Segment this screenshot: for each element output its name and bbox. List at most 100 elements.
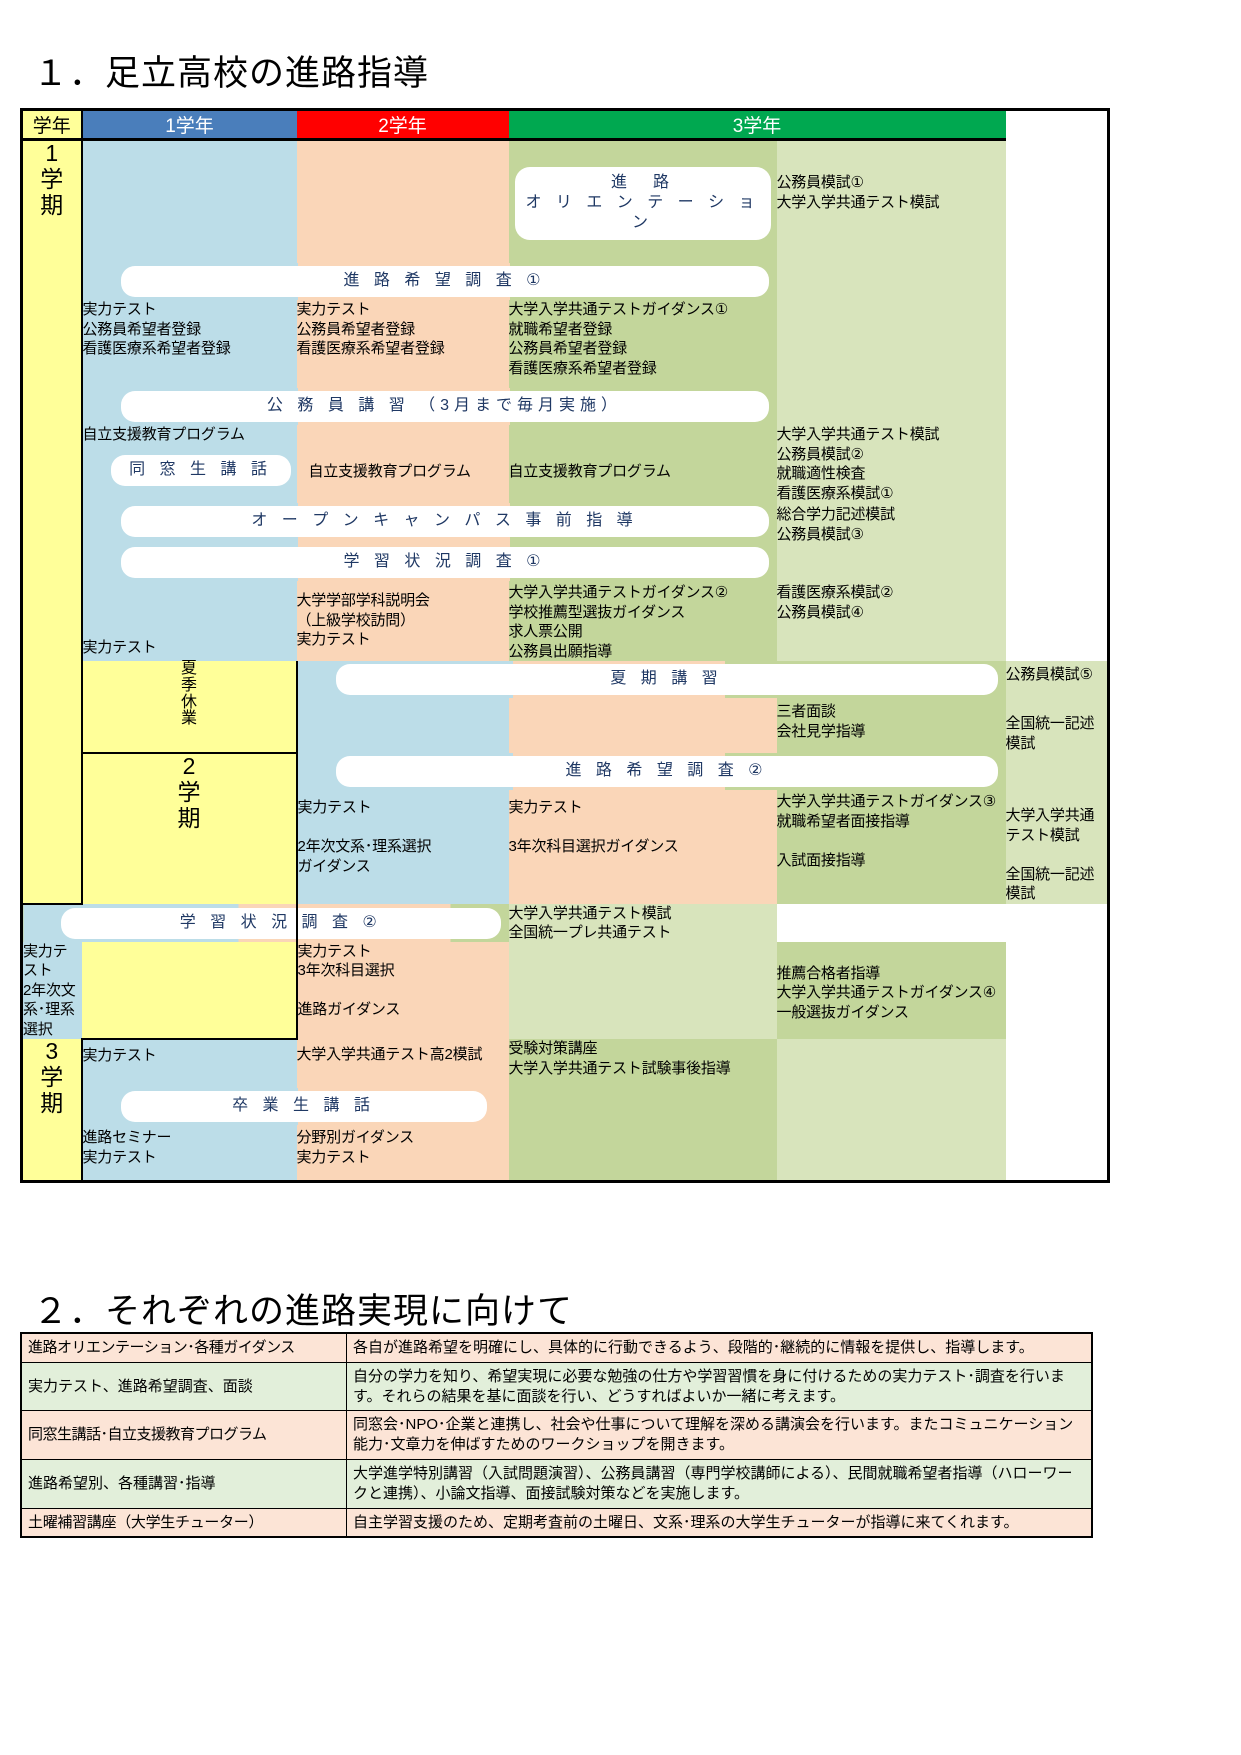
r10-year2-cell: 大学入学共通テスト高2模試: [296, 1039, 509, 1088]
banner-survey2-cell: 進 路 希 望 調 査 ②: [296, 753, 1006, 790]
detail-row-label: 土曜補習講座（大学生チューター）: [20, 1507, 347, 1538]
r10-year1-cell: 実力テスト: [81, 1039, 297, 1088]
r-survey2-exams: [1005, 753, 1109, 790]
r6-exams-cell: 公務員模試⑤: [1005, 661, 1109, 698]
banner-open-campus: オ ー プ ン キ ャ ン パ ス 事 前 指 導: [120, 506, 769, 537]
banner-sotsugyousei: 卒 業 生 講 話: [120, 1091, 487, 1122]
detail-row-description: 同窓会･NPO･企業と連携し、社会や仕事について理解を深める講演会を行います。ま…: [346, 1410, 1093, 1460]
r9-exams-cell: 大学入学共通テスト模試 全国統一プレ共通テスト: [508, 903, 777, 1039]
detail-row-description: 大学進学特別講習（入試問題演習）、公務員講習（専門学校講師による）、民間就職希望…: [346, 1458, 1093, 1509]
detail-row-label: 進路オリエンテーション･各種ガイダンス: [20, 1332, 347, 1363]
r4-exams-cell: 総合学力記述模試 公務員模試③: [776, 503, 1006, 544]
detail-row: 同窓生講話･自立支援教育プログラム同窓会･NPO･企業と連携し、社会や仕事につい…: [20, 1410, 1093, 1460]
r3b-year1-cell: 同 窓 生 講 話: [81, 452, 297, 503]
banner-sotsugyousei-cell: 卒 業 生 講 話: [81, 1088, 509, 1125]
banner-survey1: 進 路 希 望 調 査 ①: [120, 266, 769, 297]
row-term3-last: 進路セミナー 実力テスト 分野別ガイダンス 実力テスト: [22, 1125, 1109, 1182]
r7-exams-cell: 全国統一記述模試: [1005, 698, 1109, 753]
banner-dousousei: 同 窓 生 講 話: [110, 454, 291, 486]
row-banner-koumuin: 公 務 員 講 習 （3月まで毎月実施）: [22, 388, 1109, 425]
row-banner-survey1: 進 路 希 望 調 査 ①: [22, 263, 1109, 300]
banner-koumuin-cell: 公 務 員 講 習 （3月まで毎月実施）: [81, 388, 777, 425]
banner-study-survey1: 学 習 状 況 調 査 ①: [120, 547, 769, 578]
term-label-2: 2 学 期: [81, 753, 298, 1040]
r-survey1-exams: [776, 263, 1006, 300]
r3b-year3-cell: 自立支援教育プログラム: [508, 452, 777, 503]
banner-orientation: 進 路 オ リ エ ン テ ー シ ョ ン: [514, 166, 771, 240]
row-term2-second: 実力テスト 2年次文系･理系選択 実力テスト 3年次科目選択 進路ガイダンス 推…: [21, 941, 1109, 1039]
r9-year1-cell: 実力テスト 2年次文系･理系選択: [21, 941, 82, 1039]
support-detail-table: 進路オリエンテーション･各種ガイダンス各自が進路希望を明確にし、具体的に行動でき…: [20, 1332, 1093, 1539]
r9-year3-cell: 推薦合格者指導 大学入学共通テストガイダンス④ 一般選抜ガイダンス: [776, 941, 1006, 1039]
banner-survey1-cell: 進 路 希 望 調 査 ①: [81, 263, 777, 300]
row-dousousei: 同 窓 生 講 話 自立支援教育プログラム 自立支援教育プログラム: [22, 452, 1109, 503]
banner-opencampus-cell: オ ー プ ン キ ャ ン パ ス 事 前 指 導: [81, 503, 777, 544]
banner-studysurvey1-cell: 学 習 状 況 調 査 ①: [81, 544, 777, 581]
r3-year1-cell: 自立支援教育プログラム: [81, 425, 297, 453]
detail-row: 進路オリエンテーション･各種ガイダンス各自が進路希望を明確にし、具体的に行動でき…: [20, 1332, 1093, 1363]
term-label-1: 1 学 期: [21, 139, 83, 905]
header-term: 学年: [21, 109, 83, 141]
r10-exams-cell: [776, 1039, 1006, 1088]
r5-year1-cell: 実力テスト: [81, 581, 297, 661]
r11-exams-cell: [776, 1125, 1006, 1182]
r8-year2-cell: 実力テスト 3年次科目選択ガイダンス: [508, 790, 777, 904]
career-schedule-table: 学年 1学年 2学年 3学年 1 学 期 進 路 オ リ エ ン テ ー シ ョ…: [20, 108, 1110, 1183]
r8-exams-cell: 大学入学共通テスト模試 全国統一記述模試: [1005, 790, 1109, 904]
detail-row-label: 進路希望別、各種講習･指導: [20, 1458, 347, 1509]
r11-year1-cell: 進路セミナー 実力テスト: [81, 1125, 297, 1182]
section-1-title: １．足立高校の進路指導: [33, 54, 430, 93]
schedule-header-row: 学年 1学年 2学年 3学年: [21, 109, 1109, 141]
header-year2: 2学年: [296, 109, 509, 141]
term-label-3: 3 学 期: [21, 1038, 83, 1182]
row-banner-studysurvey2: 学 習 状 況 調 査 ② 大学入学共通テスト模試 全国統一プレ共通テスト: [21, 903, 1109, 1039]
banner-koumuin-lecture: 公 務 員 講 習 （3月まで毎月実施）: [120, 391, 769, 422]
row-summer-lecture: 夏 季 休 業 夏 期 講 習 公務員模試⑤: [22, 660, 1109, 754]
row-banner-opencampus: オ ー プ ン キ ャ ン パ ス 事 前 指 導 総合学力記述模試 公務員模試…: [22, 503, 1109, 544]
r5-year2-cell: 大学学部学科説明会 （上級学校訪問） 実力テスト: [296, 581, 509, 661]
r7-year3-cell: 三者面談 会社見学指導: [776, 698, 1006, 753]
r-sotsu-exams: [776, 1088, 1006, 1125]
r-studysurvey1-exams: [776, 544, 1006, 581]
row-banner-survey2: 2 学 期 進 路 希 望 調 査 ②: [22, 753, 1109, 1040]
r1-year1-cell: [81, 139, 297, 263]
detail-row: 実力テスト、進路希望調査、面談自分の学力を知り、希望実現に必要な勉強の仕方や学習…: [20, 1361, 1093, 1412]
row-term3-main: 3 学 期 実力テスト 大学入学共通テスト高2模試 受験対策講座 大学入学共通テ…: [21, 1038, 1109, 1182]
banner-study-survey2: 学 習 状 況 調 査 ②: [61, 907, 501, 939]
row-jiritsu: 自立支援教育プログラム 大学入学共通テスト模試 公務員模試② 就職適性検査 看護…: [22, 425, 1109, 503]
r2-year1-cell: 実力テスト 公務員希望者登録 看護医療系希望者登録: [81, 300, 297, 388]
r-sotsu-year3: [508, 1088, 777, 1125]
detail-row: 土曜補習講座（大学生チューター）自主学習支援のため、定期考査前の土曜日、文系･理…: [20, 1507, 1093, 1538]
r8-year3-cell: 大学入学共通テストガイダンス③ 就職希望者面接指導 入試面接指導: [776, 790, 1006, 904]
r3b-year2-cell: 自立支援教育プログラム: [296, 452, 509, 503]
row-registrations: 実力テスト 公務員希望者登録 看護医療系希望者登録 実力テスト 公務員希望者登録…: [22, 300, 1109, 388]
r1-exams-cell: 公務員模試① 大学入学共通テスト模試: [776, 139, 1006, 263]
r10-year3-cell: 受験対策講座 大学入学共通テスト試験事後指導: [508, 1039, 777, 1088]
banner-summer-cell: 夏 期 講 習: [296, 661, 1006, 698]
header-year1: 1学年: [81, 109, 297, 141]
r1-year3-cell: 進 路 オ リ エ ン テ ー シ ョ ン: [508, 139, 777, 263]
detail-row: 進路希望別、各種講習･指導大学進学特別講習（入試問題演習）、公務員講習（専門学校…: [20, 1458, 1093, 1509]
r8-year1-cell: 実力テスト 2年次文系･理系選択 ガイダンス: [296, 790, 509, 904]
detail-row-label: 同窓生講話･自立支援教育プログラム: [20, 1410, 347, 1460]
r3-exams-cell: 大学入学共通テスト模試 公務員模試② 就職適性検査 看護医療系模試①: [776, 425, 1006, 503]
banner-studysurvey2-cell: 学 習 状 況 調 査 ②: [21, 903, 509, 942]
section-2-title: ２．それぞれの進路実現に向けて: [33, 1292, 574, 1331]
r7-year2-cell: [508, 698, 777, 753]
r1-year2-cell: [296, 139, 509, 263]
r7-year1-cell: [296, 698, 509, 753]
banner-summer-lecture: 夏 期 講 習: [335, 664, 998, 695]
r2-exams-cell: [776, 300, 1006, 388]
header-year3: 3学年: [508, 109, 1006, 141]
row-orientation: 1 学 期 進 路 オ リ エ ン テ ー シ ョ ン 公務員模試① 大学入学共…: [21, 139, 1109, 905]
row-term2-main: 実力テスト 2年次文系･理系選択 ガイダンス 実力テスト 3年次科目選択ガイダン…: [22, 790, 1109, 904]
banner-survey2: 進 路 希 望 調 査 ②: [335, 756, 998, 787]
r11-year2-cell: 分野別ガイダンス 実力テスト: [296, 1125, 509, 1182]
r-koumuin-exams: [776, 388, 1006, 425]
detail-row-description: 各自が進路希望を明確にし、具体的に行動できるよう、段階的･継続的に情報を提供し、…: [346, 1332, 1093, 1363]
r2-year2-cell: 実力テスト 公務員希望者登録 看護医療系希望者登録: [296, 300, 509, 388]
term-label-summer: 夏 季 休 業: [81, 660, 298, 754]
detail-row-description: 自分の学力を知り、希望実現に必要な勉強の仕方や学習習慣を身に付けるための実力テス…: [346, 1361, 1093, 1412]
r3-year2-cell: [296, 425, 509, 453]
